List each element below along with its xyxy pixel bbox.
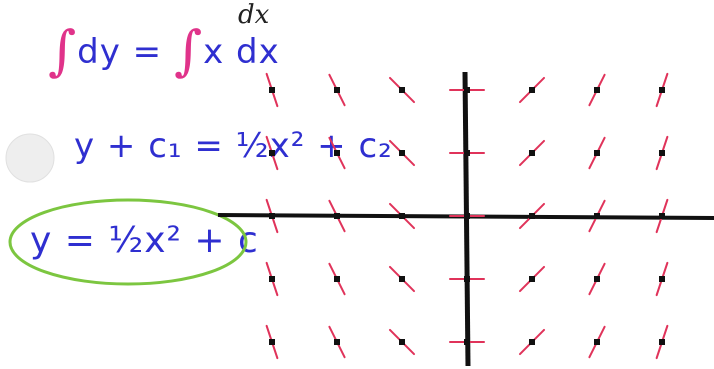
slope-marks-group [265, 72, 669, 360]
slope-segment [588, 136, 606, 170]
slope-segment [518, 76, 546, 104]
grid-point [529, 87, 535, 93]
slope-segment [265, 261, 279, 297]
grid-point [464, 276, 470, 282]
slope-segment [655, 324, 669, 360]
slope-segment [388, 328, 416, 356]
slope-segment [655, 198, 669, 234]
slope-segment [265, 324, 279, 360]
grid-point [399, 276, 405, 282]
slope-segment [328, 262, 346, 296]
slope-segment [518, 328, 546, 356]
grid-point [334, 87, 340, 93]
grid-point [594, 150, 600, 156]
grid-point [529, 276, 535, 282]
slope-segment [265, 198, 279, 234]
slope-segment [328, 325, 346, 359]
slope-segment [518, 265, 546, 293]
grid-point [464, 213, 470, 219]
slope-segment [588, 73, 606, 107]
grid-point [399, 213, 405, 219]
grid-point [464, 87, 470, 93]
grid-point [594, 87, 600, 93]
grid-point [464, 339, 470, 345]
constants-step: y + c₁ = ½x² + c₂ [74, 126, 393, 166]
grid-point [594, 213, 600, 219]
grid-point [659, 150, 665, 156]
grid-point [659, 339, 665, 345]
grid-point [659, 276, 665, 282]
grid-point [399, 150, 405, 156]
slope-segment [518, 139, 546, 167]
slope-segment [655, 261, 669, 297]
derivative-fragment: dx [238, 0, 270, 30]
grid-point [529, 213, 535, 219]
hole-punch-icon [5, 133, 55, 183]
x-axis [217, 213, 714, 220]
slope-segment [265, 72, 279, 108]
slope-segment [588, 199, 606, 233]
grid-point [269, 339, 275, 345]
slope-segment [518, 202, 546, 230]
grid-point [529, 150, 535, 156]
y-axis [462, 71, 471, 367]
slope-segment [655, 135, 669, 171]
grid-point [334, 339, 340, 345]
integration-step: ∫dy = ∫x dx [48, 18, 280, 78]
slope-segment [655, 72, 669, 108]
grid-point [269, 276, 275, 282]
slope-segment [588, 262, 606, 296]
integral-symbol-left: ∫ [48, 19, 78, 82]
grid-point [594, 276, 600, 282]
grid-point [594, 339, 600, 345]
slope-segment [388, 76, 416, 104]
grid-point [529, 339, 535, 345]
slope-segment [388, 139, 416, 167]
slope-segment [388, 265, 416, 293]
grid-point [464, 150, 470, 156]
slope-segment [328, 73, 346, 107]
grid-point [659, 87, 665, 93]
step1-right: x dx [203, 32, 280, 72]
slope-segment [388, 202, 416, 230]
grid-point [269, 213, 275, 219]
grid-point [334, 213, 340, 219]
integral-symbol-right: ∫ [173, 19, 204, 82]
grid-point [399, 87, 405, 93]
step1-left: dy = [77, 32, 163, 72]
grid-point [334, 276, 340, 282]
slope-segment [328, 199, 346, 233]
general-solution: y = ½x² + c [30, 220, 259, 261]
grid-point [269, 87, 275, 93]
grid-point [399, 339, 405, 345]
slope-segment [588, 325, 606, 359]
grid-point [659, 213, 665, 219]
